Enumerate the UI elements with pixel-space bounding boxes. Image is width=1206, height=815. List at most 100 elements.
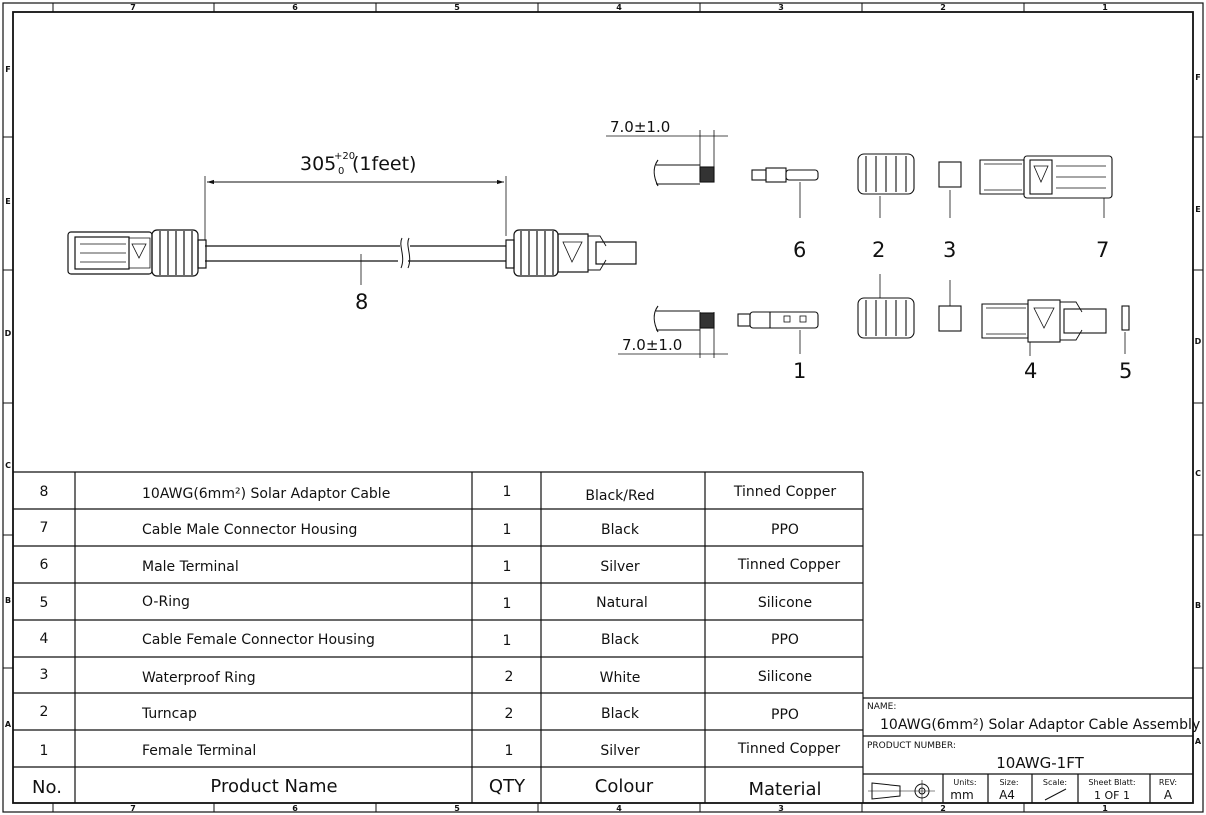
row-label-left: A (5, 720, 12, 729)
bom-header-product-name: Product Name (210, 776, 337, 797)
cable-drawing (205, 237, 506, 269)
col-label-top: 6 (292, 3, 298, 12)
row-label-right: A (1195, 737, 1202, 746)
units-label: Units: (953, 778, 976, 787)
col-label-top: 7 (130, 3, 136, 12)
bom-cell-material: Tinned Copper (737, 741, 840, 757)
rev-value: A (1164, 788, 1173, 802)
col-label-top: 5 (454, 3, 460, 12)
bom-cell-name: Cable Female Connector Housing (142, 632, 375, 648)
bom-cell-no: 1 (40, 743, 49, 759)
col-label-bottom: 4 (616, 804, 622, 813)
col-label-top: 3 (778, 3, 784, 12)
col-label-bottom: 2 (940, 804, 946, 813)
bom-cell-colour: Black (601, 706, 640, 722)
bom-cell-qty: 1 (503, 484, 512, 500)
bom-row: 6 Male Terminal 1 Silver Tinned Copper (40, 557, 841, 575)
col-label-top: 4 (616, 3, 622, 12)
bom-cell-qty: 1 (503, 633, 512, 649)
row-label-right: D (1195, 337, 1202, 346)
bom-cell-colour: Silver (600, 743, 640, 759)
frame-row-labels: F E D C B A F E D C B A (5, 65, 1202, 746)
bom-row: 1 Female Terminal 1 Silver Tinned Copper (40, 741, 841, 759)
male-terminal-part (751, 167, 819, 183)
row-label-right: E (1195, 205, 1200, 214)
col-label-top: 2 (940, 3, 946, 12)
bom-header-colour: Colour (595, 776, 654, 797)
row-label-left: D (5, 329, 12, 338)
bom-cell-colour: Silver (600, 559, 640, 575)
callout-number: 3 (943, 238, 956, 262)
length-tolerance-plus: +20 (334, 151, 355, 162)
bom-header-qty: QTY (489, 776, 526, 797)
bom-cell-material: Tinned Copper (733, 484, 836, 500)
assembly-view: 305 +20 0 (1feet) 8 (67, 151, 637, 314)
col-label-bottom: 7 (130, 804, 136, 813)
turncap-bottom-part (857, 297, 915, 339)
bom-row: 7 Cable Male Connector Housing 1 Black P… (40, 520, 799, 538)
callout-number: 4 (1024, 359, 1037, 383)
cable-callout-number: 8 (355, 290, 368, 314)
bom-cell-name: Cable Male Connector Housing (142, 522, 357, 538)
bom-cell-qty: 2 (505, 669, 514, 685)
col-label-bottom: 1 (1102, 804, 1108, 813)
bom-cell-no: 8 (40, 484, 49, 500)
exploded-view: 7.0±1.0 (606, 118, 1132, 383)
bom-row: 4 Cable Female Connector Housing 1 Black… (40, 631, 799, 649)
bom-cell-qty: 1 (503, 559, 512, 575)
bom-cell-material: PPO (771, 632, 799, 648)
size-value: A4 (999, 788, 1015, 802)
bom-header-material: Material (748, 779, 821, 800)
bom-cell-colour: White (600, 670, 641, 686)
bom-cell-material: PPO (771, 522, 799, 538)
product-number-label: PRODUCT NUMBER: (867, 741, 956, 751)
scale-label: Scale: (1043, 778, 1067, 787)
bom-header-no: No. (32, 777, 62, 798)
bom-cell-no: 7 (40, 520, 49, 536)
stripped-wire-bottom (653, 305, 715, 333)
bom-cell-name: Turncap (141, 706, 197, 722)
bom-cell-material: Silicone (758, 669, 812, 685)
length-dimension-base: 305 (300, 153, 336, 175)
bom-cell-qty: 2 (505, 706, 514, 722)
female-connector-drawing (505, 229, 637, 277)
female-terminal-part (737, 311, 819, 329)
row-label-right: F (1195, 73, 1200, 82)
male-connector-drawing (67, 229, 207, 277)
callout-number: 6 (793, 238, 806, 262)
waterproof-ring-top-part (938, 161, 962, 188)
callout-number: 7 (1096, 238, 1109, 262)
turncap-top-part (857, 153, 915, 195)
bom-cell-no: 6 (40, 557, 49, 573)
col-label-bottom: 6 (292, 804, 298, 813)
title-block: NAME: 10AWG(6mm²) Solar Adaptor Cable As… (863, 697, 1200, 803)
bom-table: 8 10AWG(6mm²) Solar Adaptor Cable 1 Blac… (13, 471, 864, 803)
bom-cell-name: Female Terminal (142, 743, 256, 759)
title-name-value: 10AWG(6mm²) Solar Adaptor Cable Assembly (880, 717, 1200, 733)
col-label-top: 1 (1102, 3, 1108, 12)
row-label-left: C (5, 461, 11, 470)
bom-row: 3 Waterproof Ring 2 White Silicone (40, 667, 813, 686)
o-ring-part (1121, 305, 1130, 331)
projection-symbol-icon (868, 780, 935, 802)
callout-number: 5 (1119, 359, 1132, 383)
length-note: (1feet) (352, 153, 416, 175)
bom-cell-name: Male Terminal (142, 559, 239, 575)
size-label: Size: (999, 778, 1018, 787)
strip-length-top: 7.0±1.0 (610, 118, 670, 136)
bom-cell-qty: 1 (505, 743, 514, 759)
bom-cell-name: 10AWG(6mm²) Solar Adaptor Cable (142, 486, 390, 502)
scale-slash (1044, 788, 1067, 801)
callout-number: 1 (793, 359, 806, 383)
bom-cell-colour: Black/Red (585, 488, 654, 504)
row-label-right: B (1195, 601, 1201, 610)
strip-length-bottom: 7.0±1.0 (622, 336, 682, 354)
bom-cell-no: 5 (40, 595, 49, 611)
bom-row: 5 O-Ring 1 Natural Silicone (40, 594, 813, 612)
row-label-right: C (1195, 469, 1201, 478)
rev-label: REV: (1159, 778, 1177, 787)
callout-number: 2 (872, 238, 885, 262)
bom-cell-material: Tinned Copper (737, 557, 840, 573)
